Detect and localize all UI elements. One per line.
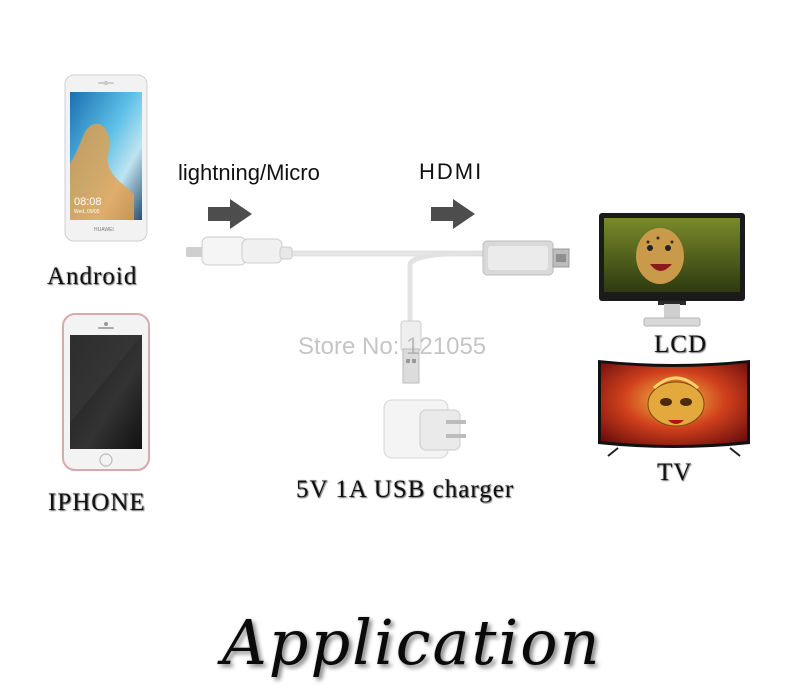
right-arrow-icon	[429, 197, 477, 236]
tv-image	[596, 358, 752, 458]
android-label: Android	[47, 263, 138, 290]
lcd-label: LCD	[654, 331, 707, 358]
hdmi-label: HDMI	[419, 159, 484, 184]
store-watermark: Store No: 121055	[298, 333, 487, 360]
iphone-label: IPHONE	[48, 489, 146, 516]
lcd-monitor-image	[598, 212, 746, 330]
android-phone-image: 08:08 Wed, 09/05 HUAWEI	[64, 74, 148, 242]
right-arrow-icon	[206, 197, 254, 236]
iphone-image	[62, 313, 150, 471]
tv-label: TV	[657, 459, 693, 486]
android-clock: 08:08	[74, 196, 102, 208]
usb-charger-image	[380, 392, 470, 464]
charger-label: 5V 1A USB charger	[296, 476, 515, 503]
adapter-cable-image	[180, 225, 580, 395]
lightning-micro-label: lightning/Micro	[178, 160, 320, 185]
page-title: Application	[222, 606, 602, 679]
android-brand: HUAWEI	[94, 227, 114, 233]
android-date: Wed, 09/05	[74, 209, 100, 215]
